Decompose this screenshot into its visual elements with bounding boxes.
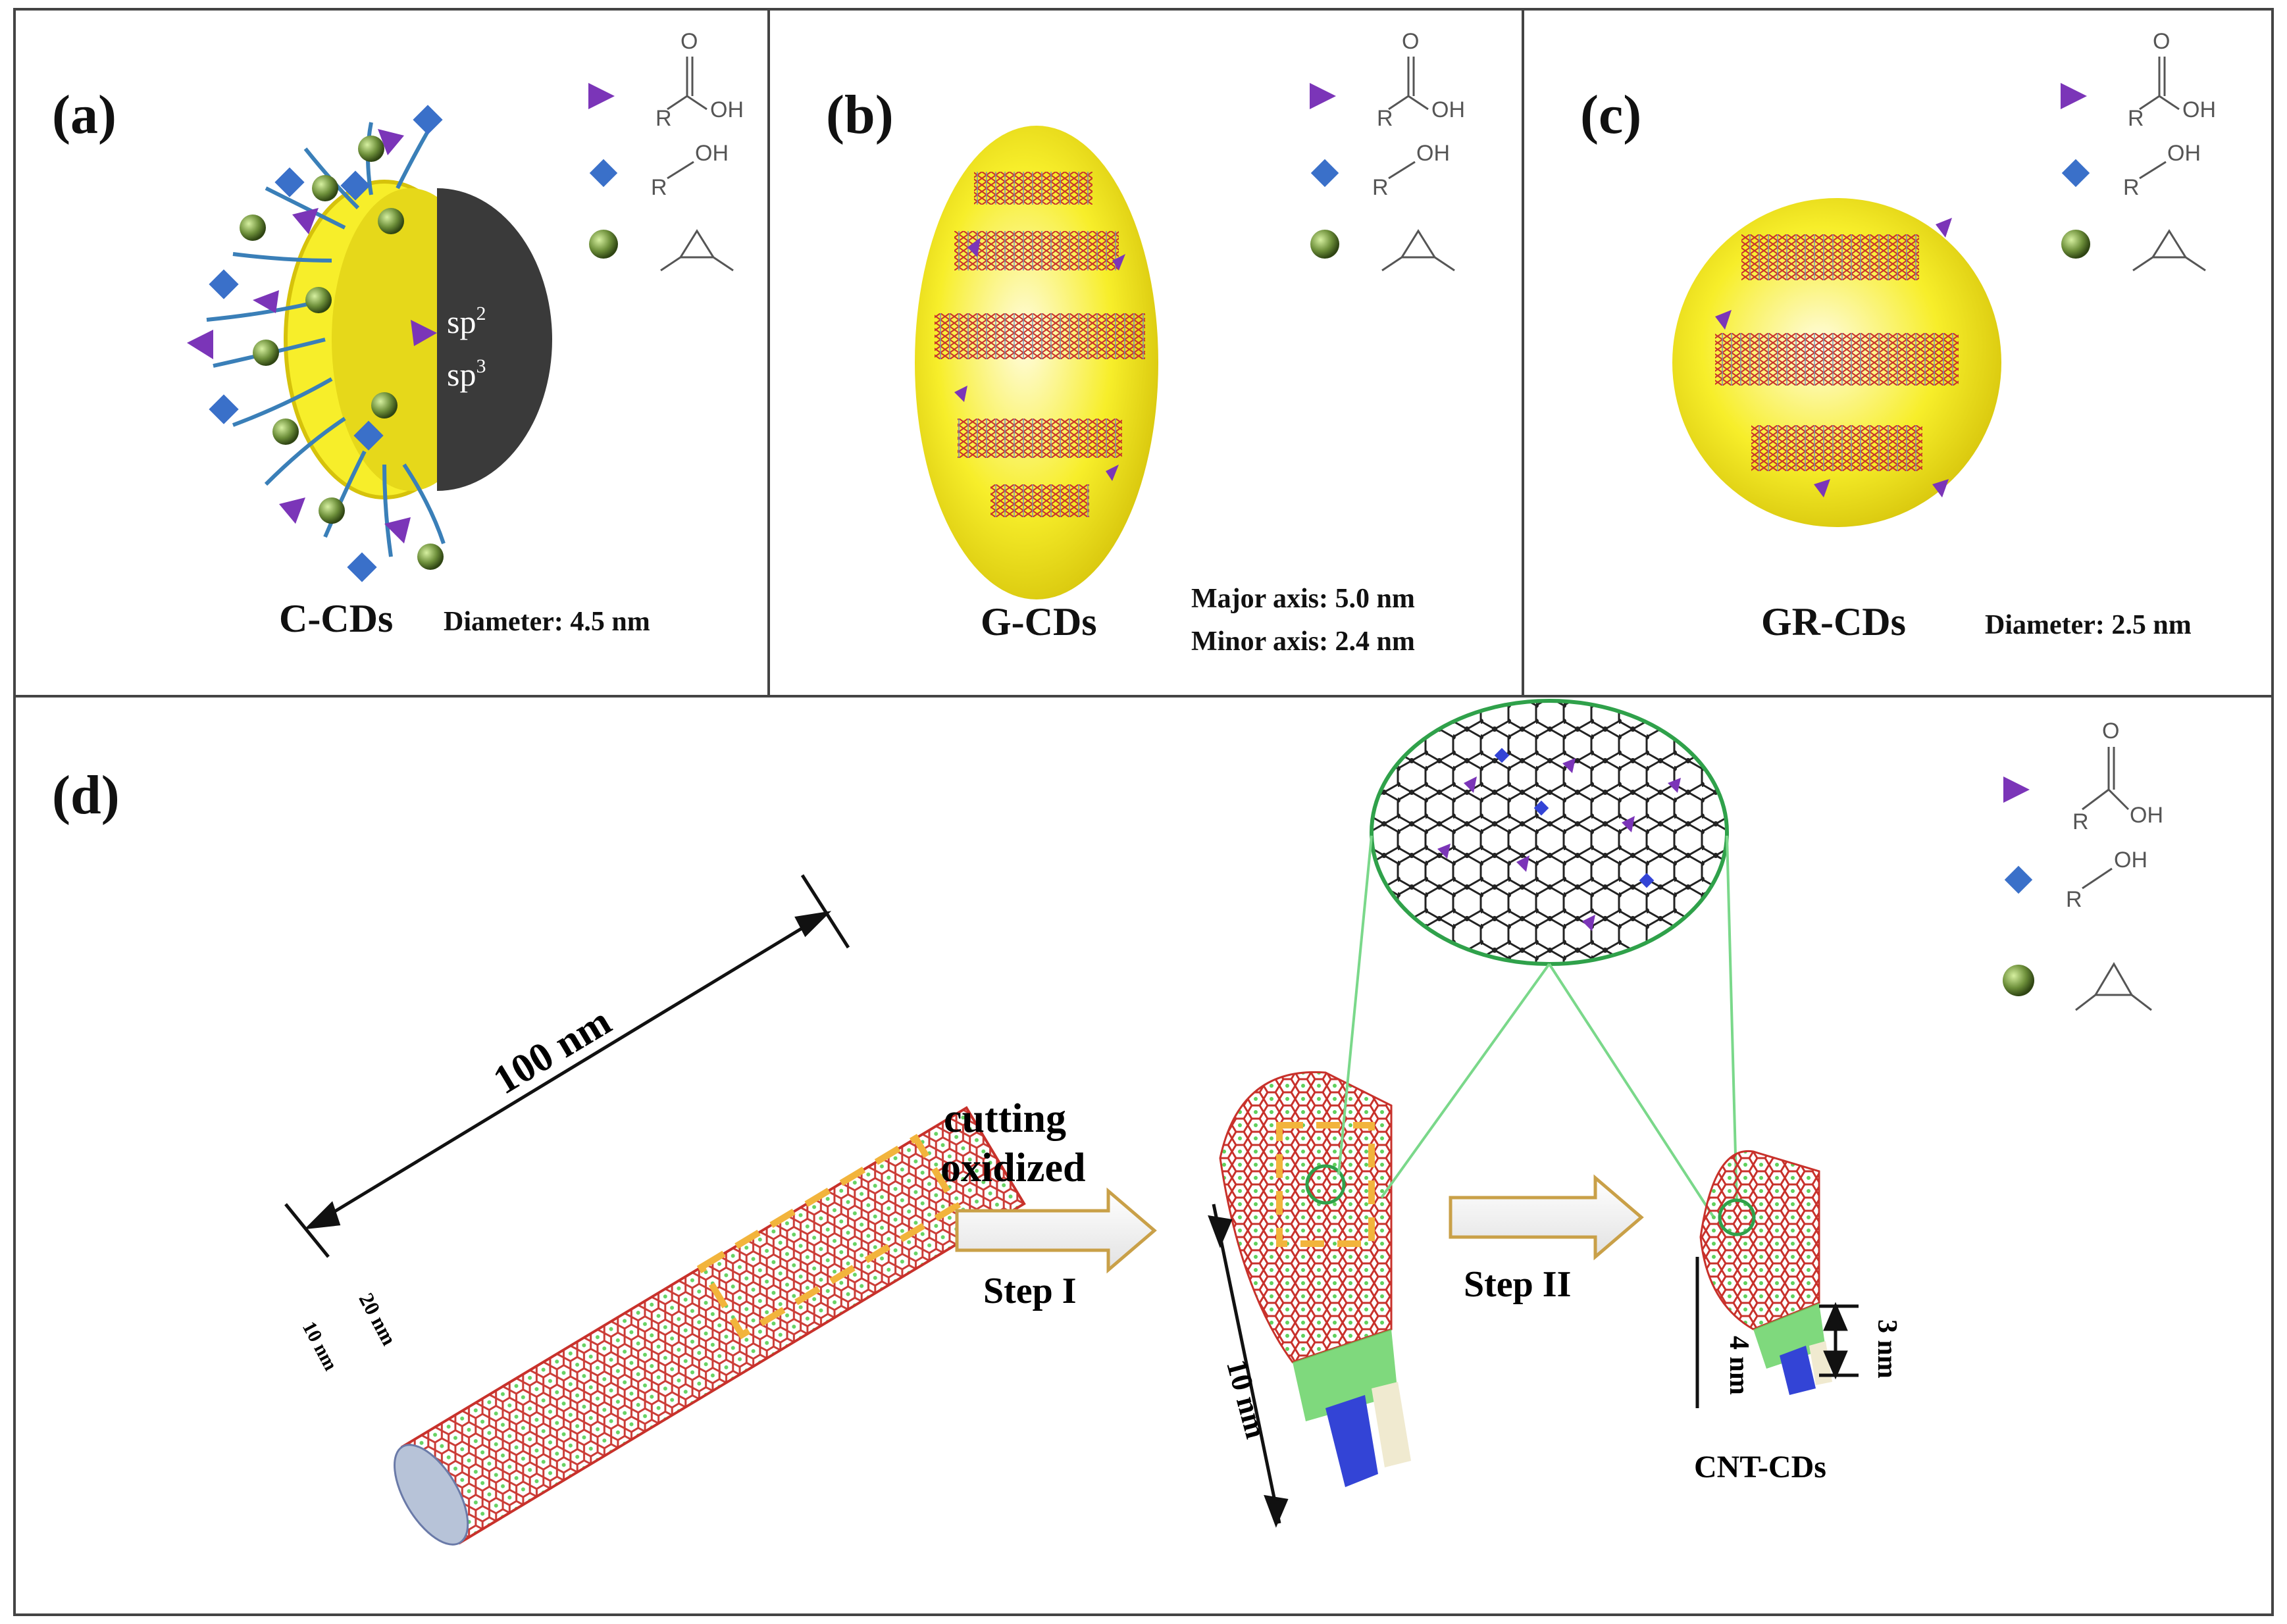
diamond-icon: [2004, 865, 2033, 894]
carbon-nanotube: [394, 1105, 1026, 1546]
diamond-icon: [1310, 159, 1339, 188]
triangle-icon: [2061, 83, 2087, 109]
major-axis-label: Major axis: 5.0 nm: [1191, 584, 1415, 614]
core: [437, 188, 552, 491]
svg-text:OH: OH: [1431, 97, 1465, 122]
step1-arrow: [955, 1187, 1157, 1274]
segment-length-label: 10 nm: [1220, 1356, 1273, 1442]
svg-text:OH: OH: [710, 97, 744, 122]
svg-text:R: R: [651, 175, 667, 200]
svg-text:R: R: [2128, 106, 2144, 131]
svg-text:OH: OH: [2182, 97, 2216, 122]
panel-label: (c): [1580, 84, 1642, 145]
panel-label: (b): [826, 84, 894, 145]
dimension-label: Diameter: 2.5 nm: [1985, 610, 2192, 640]
triangle-icon: [2003, 776, 2030, 803]
svg-text:O: O: [2153, 29, 2170, 54]
step2-arrow: [1449, 1174, 1644, 1261]
g-cds-illustration: O R OH R OH: [915, 29, 1465, 599]
particle-name: G-CDs: [981, 600, 1097, 644]
panel-label: (a): [52, 84, 116, 145]
minor-axis-label: Minor axis: 2.4 nm: [1191, 626, 1415, 657]
sphere-icon: [589, 230, 618, 259]
c-cds-illustration: sp2 sp3 O R OH R OH: [187, 29, 744, 582]
legend-c: O R OH R OH: [2061, 29, 2216, 272]
sphere-icon: [2061, 230, 2090, 259]
triangle-groups: [187, 129, 437, 544]
core-label-sp3: sp3: [447, 355, 486, 393]
sphere-groups: [240, 136, 444, 570]
svg-text:OH: OH: [695, 141, 729, 166]
svg-text:O: O: [681, 29, 698, 54]
svg-text:R: R: [2123, 175, 2140, 200]
cnt-process-illustration: 100 nm 20 nm 10 nm cutting oxidized Step…: [284, 699, 2163, 1546]
legend-b: O R OH R OH: [1310, 29, 1465, 272]
diamond-icon: [589, 159, 618, 188]
zoom-lines: [1337, 835, 1738, 1219]
particle-name: C-CDs: [279, 597, 394, 640]
cnt-cd-height-label: 3 nm: [1872, 1319, 1902, 1379]
segment-dimension: [1208, 1204, 1289, 1528]
panel-a: (a): [13, 8, 770, 698]
graphene-layers: [935, 172, 1145, 517]
diamond-icon: [2061, 159, 2090, 188]
svg-text:O: O: [1402, 29, 1419, 54]
product-label: CNT-CDs: [1694, 1450, 1826, 1484]
cnt-cd-particle: [1699, 1150, 1832, 1395]
svg-text:OH: OH: [2130, 803, 2163, 828]
gr-cds-illustration: O R OH R OH: [1672, 29, 2216, 527]
sphere-icon: [1310, 230, 1339, 259]
panel-d: (d): [13, 695, 2274, 1616]
step1-label: Step I: [983, 1271, 1077, 1311]
outer-diameter-label: 20 nm: [354, 1289, 401, 1350]
cnt-cd-width-label: 4 nm: [1724, 1336, 1754, 1395]
panel-c: (c) O R OH R OH: [1522, 8, 2274, 698]
step1-cutting: cutting: [944, 1096, 1066, 1141]
core-label-sp2: sp2: [447, 303, 486, 340]
inner-diameter-label: 10 nm: [298, 1318, 342, 1374]
triangle-icon: [588, 83, 615, 109]
svg-text:O: O: [2102, 719, 2119, 744]
panel-b: (b) O R OH R OH: [767, 8, 1524, 698]
svg-text:R: R: [1377, 106, 1393, 131]
panel-label: (d): [52, 765, 120, 826]
svg-text:R: R: [1372, 175, 1389, 200]
legend-a: O R OH R OH: [588, 29, 744, 272]
particle-name: GR-CDs: [1761, 600, 1906, 644]
svg-text:OH: OH: [1416, 141, 1450, 166]
svg-text:OH: OH: [2114, 848, 2147, 873]
dimension-label: Diameter: 4.5 nm: [444, 607, 650, 637]
svg-text:R: R: [655, 106, 672, 131]
magnified-lattice: [1370, 699, 1729, 966]
svg-text:R: R: [2066, 887, 2082, 912]
tube-segment: [1219, 1071, 1411, 1487]
triangle-icon: [1310, 83, 1336, 109]
sphere-icon: [2003, 965, 2034, 996]
svg-text:OH: OH: [2167, 141, 2201, 166]
step1-oxidized: oxidized: [940, 1146, 1085, 1190]
cnt-cd-dimensions: [1695, 1257, 1859, 1408]
step2-label: Step II: [1464, 1264, 1571, 1305]
legend-d: O R OH R OH: [2003, 719, 2163, 1011]
graphene-layers: [1715, 234, 1959, 471]
length-arrow: [284, 874, 850, 1258]
svg-text:R: R: [2072, 809, 2089, 834]
